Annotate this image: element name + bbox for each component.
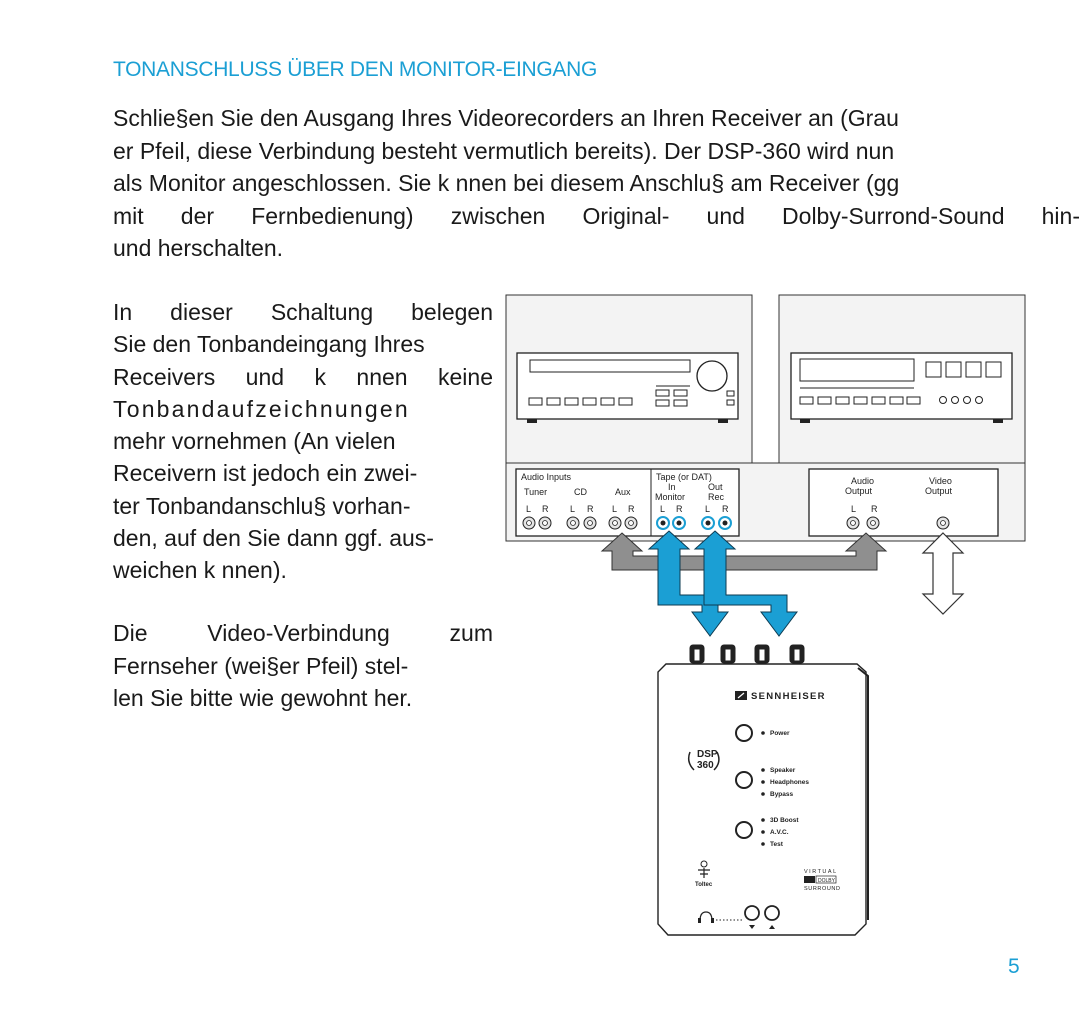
channel-l-label: L: [851, 504, 856, 514]
speaker-label: Speaker: [770, 767, 796, 774]
vcr-rear-panel: Audio Output Video Output L R: [808, 468, 999, 537]
toltec-logo-icon: Toltec: [695, 860, 713, 888]
intro-line: mit der Fernbedienung) zwischen Original…: [113, 202, 1080, 229]
vcr-audio-l-jack: [846, 516, 860, 530]
3d-boost-label: 3D Boost: [770, 817, 799, 824]
channel-l-label: L: [705, 504, 710, 514]
channel-r-label: R: [587, 504, 594, 514]
chevron-up-icon: [769, 925, 775, 929]
receiver-unit: [505, 294, 753, 464]
chevron-down-icon: [749, 925, 755, 929]
dolby-label: DOLBY: [818, 878, 836, 884]
tuner-l-jack: [522, 516, 536, 530]
side-line: Receivers und k nnen keine: [113, 363, 493, 390]
avc-label: A.V.C.: [770, 829, 789, 836]
channel-r-label: R: [722, 504, 729, 514]
power-button: [735, 724, 753, 742]
tape-label: Tape (or DAT): [656, 472, 712, 482]
tape-in-label: In: [668, 482, 676, 492]
intro-line: als Monitor angeschlossen. Sie k nnen be…: [113, 170, 900, 196]
blue-arrow-tape-in: [647, 530, 729, 637]
side2-line: len Sie bitte wie gewohnt her.: [113, 685, 413, 711]
dsp-badge-top: DSP: [697, 749, 718, 760]
aux-r-jack: [624, 516, 638, 530]
effect-button: [735, 821, 753, 839]
dsp-badge-bottom: 360: [697, 760, 714, 771]
cd-l-jack: [566, 516, 580, 530]
tuner-label: Tuner: [524, 487, 547, 497]
vcr-video-output-label: Output: [925, 486, 953, 496]
side2-line: Die Video-Verbindung zum: [113, 620, 493, 646]
intro-line: er Pfeil, diese Verbindung besteht vermu…: [113, 137, 895, 164]
volume-down-knob: [744, 905, 760, 921]
brand-label: SENNHEISER: [751, 691, 826, 702]
headphone-icon: [698, 911, 714, 923]
mode-button: [735, 771, 753, 789]
test-label: Test: [770, 841, 784, 848]
vcr-audio-r-jack: [866, 516, 880, 530]
aux-l-jack: [608, 516, 622, 530]
vcr-unit: [778, 294, 1026, 464]
volume-up-knob: [764, 905, 780, 921]
bypass-label: Bypass: [770, 791, 794, 798]
channel-l-label: L: [612, 504, 617, 514]
intro-line: und herschalten.: [113, 235, 284, 261]
vcr-video-label: Video: [929, 476, 952, 486]
intro-line: Schlie§en Sie den Ausgang Ihres Videorec…: [113, 105, 899, 131]
side-line: mehr vornehmen (An vielen: [113, 428, 396, 455]
channel-r-label: R: [871, 504, 878, 514]
tuner-r-jack: [538, 516, 552, 530]
white-video-arrow: [921, 532, 965, 615]
side-line: ter Tonbandanschlu§ vorhan-: [113, 492, 411, 519]
side-line: den, auf den Sie dann ggf. aus-: [113, 525, 434, 552]
headphones-label: Headphones: [770, 779, 809, 786]
dsp-360-unit: SENNHEISER DSP 360 Power Speaker Headpho…: [657, 644, 869, 936]
side-line: Tonbandaufzeichnungen: [113, 395, 410, 422]
channel-l-label: L: [660, 504, 665, 514]
channel-l-label: L: [526, 504, 531, 514]
side2-line: Fernseher (wei§er Pfeil) stel-: [113, 652, 409, 679]
vcr-audio-output-label: Output: [845, 486, 873, 496]
dsp-360-badge-icon: DSP 360: [687, 749, 720, 771]
side-line: In dieser Schaltung belegen: [113, 299, 493, 325]
tape-rec-label: Rec: [708, 492, 725, 502]
video-connection-paragraph: Die Video-Verbindung zum Fernseher (wei§…: [113, 617, 493, 715]
vcr-video-jack: [936, 516, 950, 530]
side-line: Sie den Tonbandeingang Ihres: [113, 331, 425, 358]
power-label: Power: [770, 730, 790, 737]
vcr-audio-label: Audio: [851, 476, 874, 486]
aux-label: Aux: [615, 487, 631, 497]
side-line: weichen k nnen).: [113, 557, 287, 584]
tape-monitor-label: Monitor: [655, 492, 685, 502]
cd-label: CD: [574, 487, 587, 497]
virtual-dolby-surround-logo-icon: VIRTUAL DOLBY SURROUND: [804, 869, 841, 892]
virtual-label: VIRTUAL: [804, 869, 838, 875]
surround-label: SURROUND: [804, 886, 841, 892]
blue-arrow-tape-out: [693, 530, 798, 637]
tape-input-paragraph: In dieser Schaltung belegen Sie den Tonb…: [113, 296, 493, 587]
page-number: 5: [1008, 955, 1020, 978]
section-heading: TONANSCHLUSS ÜBER DEN MONITOR-EINGANG: [113, 58, 598, 81]
intro-paragraph: Schlie§en Sie den Ausgang Ihres Videorec…: [113, 102, 1080, 265]
side-line: Receivern ist jedoch ein zwei-: [113, 460, 418, 487]
tape-out-label: Out: [708, 482, 723, 492]
channel-l-label: L: [570, 504, 575, 514]
channel-r-label: R: [542, 504, 549, 514]
toltec-label: Toltec: [695, 882, 713, 888]
channel-r-label: R: [676, 504, 683, 514]
receiver-rear-panel: Audio Inputs Tape (or DAT) Tuner CD Aux …: [515, 468, 740, 537]
cd-r-jack: [583, 516, 597, 530]
audio-inputs-label: Audio Inputs: [521, 472, 572, 482]
channel-r-label: R: [628, 504, 635, 514]
